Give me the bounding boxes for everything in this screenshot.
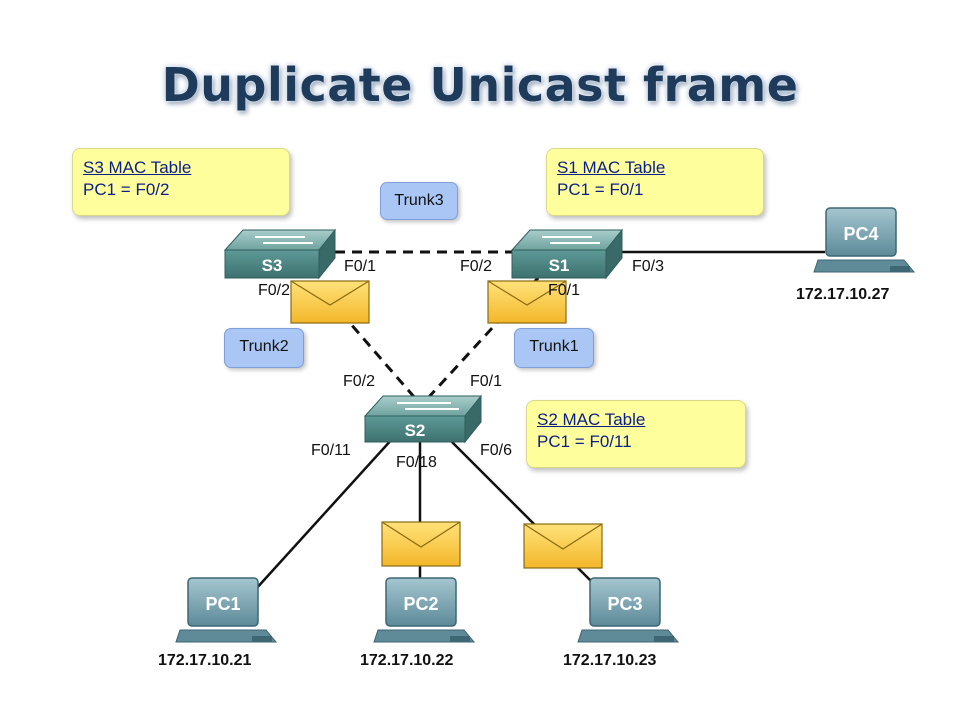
s3-port-f02: F0/2 <box>258 282 291 299</box>
s2-mac-table-entry: PC1 = F0/11 <box>537 432 632 451</box>
trunk3-label: Trunk3 <box>380 182 458 220</box>
envelope-icon <box>523 523 603 569</box>
s2-mac-table: S2 MAC Table PC1 = F0/11 <box>526 400 746 468</box>
pc4-label: PC4 <box>843 224 878 244</box>
trunk2-label: Trunk2 <box>224 328 304 368</box>
switch-s2-label: S2 <box>405 421 426 440</box>
s2-pc1-link <box>254 437 394 591</box>
s1-port-f02: F0/2 <box>460 258 493 275</box>
s1-mac-table: S1 MAC Table PC1 = F0/1 <box>546 148 764 216</box>
switch-s3 <box>223 228 337 280</box>
s3-port-f01: F0/1 <box>344 258 377 275</box>
pc2-ip: 172.17.10.22 <box>360 652 454 669</box>
pc4-ip: 172.17.10.27 <box>796 286 890 303</box>
pc-icon <box>175 577 278 643</box>
switch-s1 <box>510 228 624 280</box>
pc3-ip: 172.17.10.23 <box>563 652 657 669</box>
s2-port-f01: F0/1 <box>470 373 503 390</box>
s3-mac-table-entry: PC1 = F0/2 <box>83 180 170 199</box>
s3-mac-table: S3 MAC Table PC1 = F0/2 <box>72 148 290 216</box>
switch-s1-label: S1 <box>549 256 570 275</box>
s3-mac-table-header: S3 MAC Table <box>83 158 192 177</box>
pc2-label: PC2 <box>403 594 438 614</box>
trunk1-label: Trunk1 <box>514 328 594 368</box>
envelope-icon <box>290 280 370 324</box>
s2-port-f06: F0/6 <box>480 442 513 459</box>
envelope-icon <box>487 280 567 324</box>
switch-s2 <box>363 394 483 444</box>
s2-port-f018: F0/18 <box>396 454 437 471</box>
s2-port-f011: F0/11 <box>311 442 351 459</box>
s2-mac-table-header: S2 MAC Table <box>537 410 646 429</box>
s2-port-f02: F0/2 <box>343 373 376 390</box>
pc1-label: PC1 <box>205 594 240 614</box>
pc-icon <box>373 577 476 643</box>
s1-port-f03: F0/3 <box>632 258 665 275</box>
s1-port-f01: F0/1 <box>548 282 581 299</box>
s1-mac-table-header: S1 MAC Table <box>557 158 666 177</box>
pc1-ip: 172.17.10.21 <box>158 652 252 669</box>
diagram-title: Duplicate Unicast frame <box>161 58 799 112</box>
pc3-label: PC3 <box>607 594 642 614</box>
pc-icon <box>577 577 680 643</box>
pc-icon <box>813 207 916 273</box>
s1-mac-table-entry: PC1 = F0/1 <box>557 180 644 199</box>
switch-s3-label: S3 <box>262 256 283 275</box>
envelope-icon <box>381 521 461 567</box>
